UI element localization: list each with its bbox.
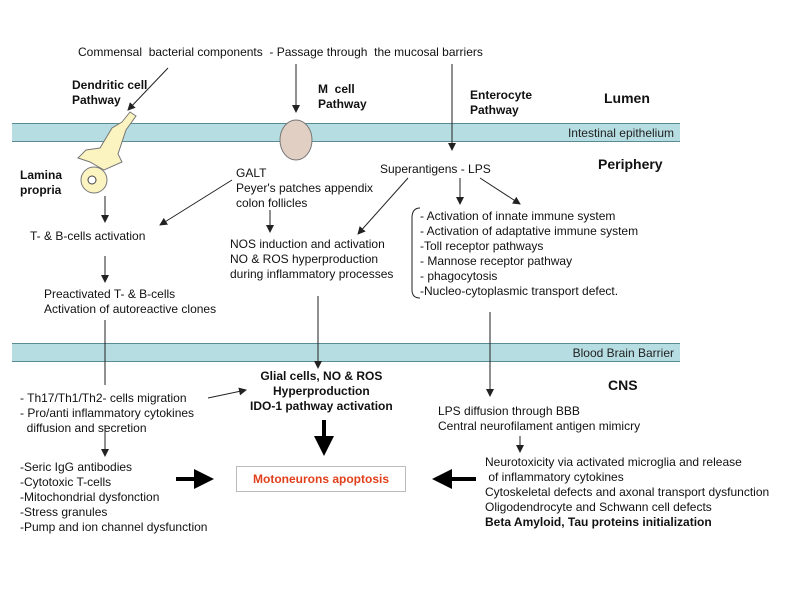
dendritic-cell-icon	[77, 111, 137, 194]
nos-induction-text: NOS induction and activation NO & ROS hy…	[230, 237, 394, 281]
blood-brain-barrier-band: Blood Brain Barrier	[12, 343, 680, 362]
left-effects-list: -Seric IgG antibodies -Cytotoxic T-cells…	[20, 460, 208, 534]
m-cell-pathway-label: M cell Pathway	[318, 82, 367, 111]
source-text: Commensal bacterial components - Passage…	[78, 45, 483, 59]
immune-activation-list: - Activation of innate immune system - A…	[420, 209, 639, 298]
lps-diffusion-text: LPS diffusion through BBB Central neurof…	[438, 404, 641, 433]
enterocyte-pathway-label: Enterocyte Pathway	[470, 88, 533, 117]
t-b-activation-text: T- & B-cells activation	[30, 229, 146, 243]
motoneurons-apoptosis-box: Motoneurons apoptosis	[236, 466, 406, 492]
cns-label: CNS	[608, 377, 638, 393]
dendritic-pathway-label: Dendritic cell Pathway	[72, 78, 148, 107]
blood-brain-barrier-label: Blood Brain Barrier	[572, 346, 674, 360]
galt-text: GALT Peyer's patches appendix colon foll…	[236, 166, 374, 210]
intestinal-epithelium-band: Intestinal epithelium	[12, 123, 680, 142]
m-cell-icon	[279, 119, 313, 161]
beta-amyloid-text: Beta Amyloid, Tau proteins initializatio…	[485, 515, 712, 529]
lamina-propria-label: Lamina propria	[20, 168, 63, 197]
superantigens-text: Superantigens - LPS	[380, 162, 491, 176]
preactivated-cells-text: Preactivated T- & B-cells Activation of …	[44, 287, 217, 316]
periphery-label: Periphery	[598, 156, 663, 172]
right-effects-list: Neurotoxicity via activated microglia an…	[485, 455, 770, 514]
intestinal-epithelium-label: Intestinal epithelium	[567, 126, 674, 140]
cell-migration-text: - Th17/Th1/Th2- cells migration - Pro/an…	[20, 391, 195, 435]
lumen-label: Lumen	[604, 90, 650, 106]
glial-cells-text: Glial cells, NO & ROS Hyperproduction ID…	[250, 369, 393, 413]
